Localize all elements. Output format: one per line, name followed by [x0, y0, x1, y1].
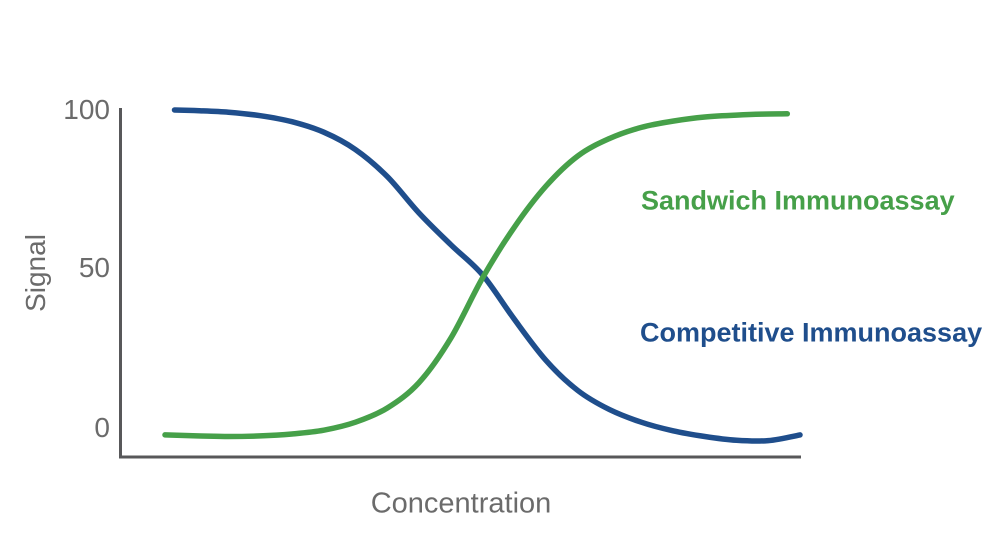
sandwich-immunoassay-curve	[162, 111, 791, 440]
competitive-immunoassay-curve	[171, 107, 803, 444]
y-tick-label-100: 100	[63, 94, 110, 125]
y-tick-label-50: 50	[78, 252, 110, 283]
series-label-sandwich: Sandwich Immunoassay	[641, 185, 955, 216]
x-axis-title: Concentration	[370, 487, 552, 520]
y-tick-label-0: 0	[94, 412, 110, 443]
series-label-competitive: Competitive Immunoassay	[640, 317, 983, 348]
y-axis-title: Signal	[20, 234, 51, 312]
